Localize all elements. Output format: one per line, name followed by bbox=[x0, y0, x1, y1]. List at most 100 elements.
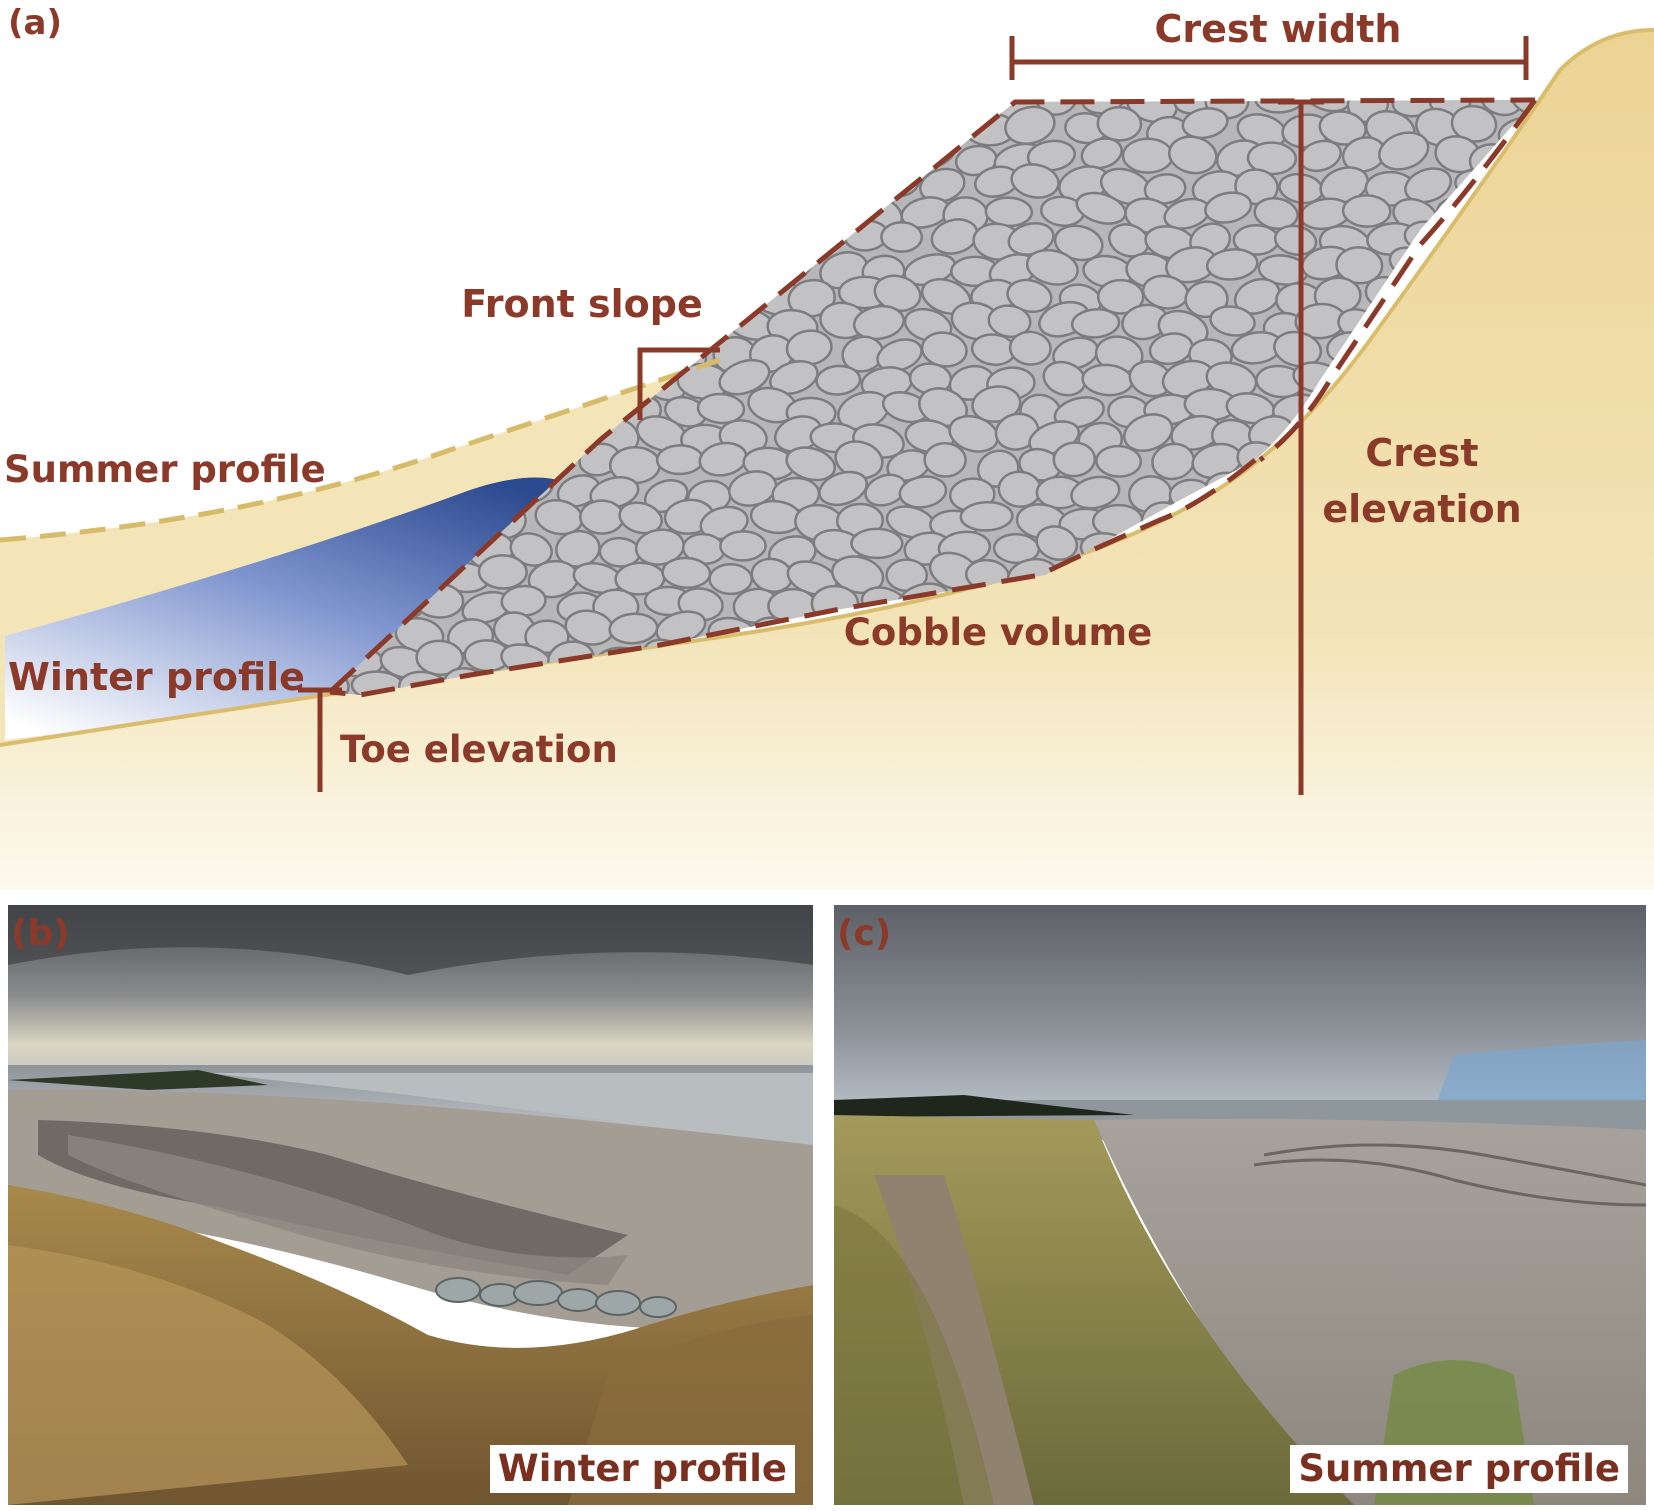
cobble bbox=[1096, 105, 1143, 142]
winter-beach-photo bbox=[8, 905, 813, 1505]
cobble bbox=[856, 100, 907, 122]
cobble bbox=[1070, 475, 1121, 510]
cobble bbox=[470, 100, 514, 121]
caption-winter-profile: Winter profile bbox=[489, 1445, 795, 1493]
cobble bbox=[658, 162, 710, 200]
cobble bbox=[769, 360, 819, 395]
cobble bbox=[554, 195, 597, 234]
cobble bbox=[984, 196, 1034, 228]
cobble bbox=[458, 249, 509, 282]
cobble bbox=[387, 385, 442, 423]
panel-letter-c: (c) bbox=[837, 913, 892, 954]
cobble bbox=[594, 248, 645, 283]
cobble bbox=[350, 115, 400, 149]
cobble bbox=[530, 339, 584, 373]
cobble bbox=[919, 167, 966, 203]
cobble bbox=[1080, 137, 1123, 170]
cobble bbox=[661, 556, 712, 589]
panel-b-winter-photo: (b) Winter profile bbox=[8, 905, 813, 1505]
cobble bbox=[1035, 525, 1079, 561]
cobble bbox=[1204, 191, 1253, 224]
cobble bbox=[1070, 307, 1121, 339]
cobble bbox=[700, 166, 750, 205]
cobble bbox=[841, 168, 889, 203]
cobble bbox=[374, 100, 427, 118]
cobble bbox=[555, 249, 604, 282]
cobble bbox=[444, 392, 497, 431]
cobble bbox=[457, 199, 502, 232]
cobble bbox=[526, 112, 580, 149]
label-crest-elevation-1: Crest bbox=[1365, 431, 1478, 475]
cobble bbox=[434, 338, 488, 372]
cobble bbox=[811, 100, 861, 118]
cobble bbox=[1143, 173, 1187, 205]
cobble bbox=[615, 218, 670, 256]
cobble bbox=[439, 218, 486, 253]
cobble bbox=[722, 100, 774, 118]
cobble bbox=[675, 247, 724, 284]
cobble bbox=[764, 139, 812, 177]
label-front-slope: Front slope bbox=[461, 282, 703, 326]
cobble bbox=[752, 222, 795, 261]
cobble bbox=[850, 527, 904, 560]
panel-c-summer-photo: (c) Summer profile bbox=[834, 905, 1646, 1505]
cobble bbox=[434, 114, 489, 152]
cobble bbox=[368, 416, 416, 452]
cobble bbox=[1254, 100, 1308, 114]
cobble bbox=[987, 304, 1032, 338]
cobble bbox=[719, 530, 767, 562]
cobble bbox=[617, 111, 664, 150]
cobble bbox=[579, 499, 625, 535]
cobble bbox=[370, 362, 422, 399]
cobble bbox=[423, 100, 467, 120]
cobble bbox=[569, 335, 612, 368]
cobble bbox=[330, 113, 355, 148]
cobble bbox=[380, 197, 428, 236]
cobble bbox=[730, 190, 777, 226]
cobble bbox=[397, 108, 449, 144]
cobble bbox=[360, 339, 405, 375]
cobble bbox=[1053, 396, 1105, 429]
cobble bbox=[943, 100, 990, 118]
cobble bbox=[640, 141, 689, 176]
cobble bbox=[718, 358, 771, 396]
cobble bbox=[832, 108, 875, 141]
cobble bbox=[552, 140, 605, 173]
cobble bbox=[1253, 197, 1299, 230]
cobble bbox=[766, 100, 813, 116]
cobble bbox=[397, 164, 448, 200]
cobble bbox=[612, 166, 665, 202]
label-cobble-volume: Cobble volume bbox=[844, 611, 1152, 654]
cobble bbox=[1341, 194, 1392, 228]
cobble bbox=[700, 113, 748, 146]
cobble bbox=[490, 170, 534, 204]
cobble bbox=[994, 412, 1040, 451]
cobble bbox=[415, 639, 465, 676]
cobble bbox=[578, 169, 624, 205]
cobble bbox=[708, 563, 754, 596]
cobble bbox=[658, 110, 704, 147]
cobble bbox=[504, 191, 549, 229]
cobble bbox=[508, 100, 557, 121]
cobble bbox=[330, 310, 339, 347]
cobble bbox=[477, 554, 528, 590]
cobble bbox=[488, 109, 540, 141]
cobble bbox=[331, 194, 381, 230]
cobble bbox=[483, 217, 530, 253]
cobble bbox=[1053, 224, 1104, 262]
cobble bbox=[683, 136, 733, 170]
cobble bbox=[330, 305, 374, 344]
label-summer-profile: Summer profile bbox=[4, 448, 326, 491]
cobble bbox=[330, 390, 363, 427]
cobble bbox=[421, 358, 470, 394]
cobble bbox=[596, 142, 646, 179]
cobble bbox=[1125, 100, 1178, 124]
cobble bbox=[330, 223, 352, 258]
cobble bbox=[750, 113, 803, 152]
cobble bbox=[1181, 107, 1229, 140]
cobble bbox=[419, 195, 469, 227]
cobble bbox=[1025, 248, 1079, 286]
winter-water bbox=[5, 477, 571, 740]
cobble bbox=[400, 282, 453, 318]
cobble-berm-diagram: (a) Crest width Front slope Summer profi… bbox=[0, 3, 1654, 890]
